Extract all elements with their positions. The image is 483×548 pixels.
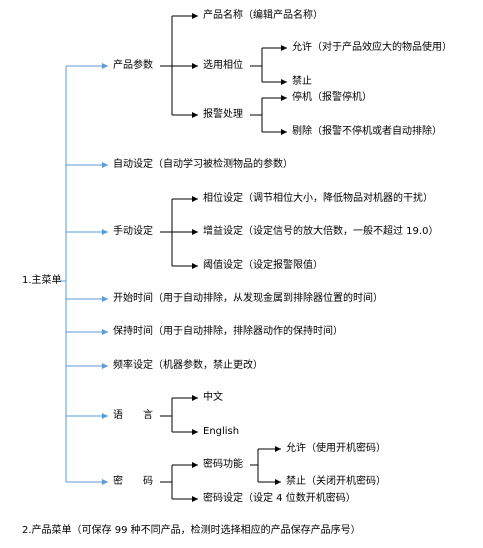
footer-product-menu: 2.产品菜单（可保存 99 种不同产品，检测时选择相应的产品保存产品序号） [22, 525, 361, 536]
node-auto-setting: 自动设定（自动学习被检测物品的参数） [113, 159, 293, 170]
branch-hold-time-arrowhead [102, 329, 108, 335]
leaf-product-name: 产品名称（编辑产品名称） [203, 10, 323, 21]
leaf-phase-setting: 相位设定（调节相位大小，降低物品对机器的干扰） [203, 193, 433, 204]
to-threshold-setting-arrowhead [192, 263, 198, 269]
node-password: 密 码 [113, 476, 153, 487]
to-gain-setting-arrowhead [192, 229, 198, 235]
branch-password-arrowhead [102, 479, 108, 485]
to-password-forbid-arrowhead [275, 479, 281, 485]
node-start-time: 开始时间（用于自动排除，从发现金属到排除器位置的时间） [113, 293, 383, 304]
to-password-setting-arrowhead [192, 496, 198, 502]
to-product-name-arrowhead [192, 13, 198, 19]
to-language-english-arrowhead [192, 429, 198, 435]
leaf-language-chinese: 中文 [203, 392, 223, 403]
to-alarm-stop-arrowhead [281, 95, 287, 101]
to-phase-forbid-arrowhead [281, 79, 287, 85]
node-hold-time: 保持时间（用于自动排除，排除器动作的保持时间） [113, 326, 343, 337]
node-frequency-setting: 频率设定（机器参数，禁止更改） [113, 360, 263, 371]
branch-manual-setting-arrowhead [102, 229, 108, 235]
branch-start-time-arrowhead [102, 296, 108, 302]
leaf-language-english: English [203, 426, 240, 437]
to-password-function-arrowhead [192, 462, 198, 468]
branch-language-arrowhead [102, 413, 108, 419]
leaf-password-allow: 允许（使用开机密码） [286, 443, 386, 454]
node-language: 语 言 [113, 410, 153, 421]
node-product-params: 产品参数 [113, 60, 153, 71]
branch-frequency-setting-arrowhead [102, 363, 108, 369]
leaf-phase-forbid: 禁止 [292, 76, 312, 87]
node-manual-setting: 手动设定 [113, 226, 153, 237]
to-alarm-reject-arrowhead [281, 129, 287, 135]
to-phase-allow-arrowhead [281, 45, 287, 51]
node-password-function: 密码功能 [203, 459, 243, 470]
to-alarm-handling-arrowhead [192, 112, 198, 118]
leaf-password-forbid: 禁止（关闭开机密码） [286, 476, 386, 487]
leaf-alarm-reject: 剔除（报警不停机或者自动排除） [292, 126, 442, 137]
leaf-password-setting: 密码设定（设定 4 位数开机密码） [203, 493, 356, 504]
branch-product-params-arrowhead [102, 63, 108, 69]
leaf-threshold-setting: 阈值设定（设定报警限值） [203, 260, 323, 271]
node-alarm-handling: 报警处理 [203, 109, 243, 120]
leaf-phase-allow: 允许（对于产品效应大的物品使用） [292, 42, 452, 53]
branch-auto-setting-arrowhead [102, 162, 108, 168]
to-language-chinese-arrowhead [192, 395, 198, 401]
root-main-menu: 1.主菜单 [22, 275, 62, 286]
to-phase-select-arrowhead [192, 63, 198, 69]
node-phase-select: 选用相位 [203, 60, 243, 71]
to-phase-setting-arrowhead [192, 196, 198, 202]
leaf-gain-setting: 增益设定（设定信号的放大倍数，一般不超过 19.0） [203, 226, 439, 237]
to-password-allow-arrowhead [275, 446, 281, 452]
leaf-alarm-stop: 停机（报警停机） [292, 92, 372, 103]
